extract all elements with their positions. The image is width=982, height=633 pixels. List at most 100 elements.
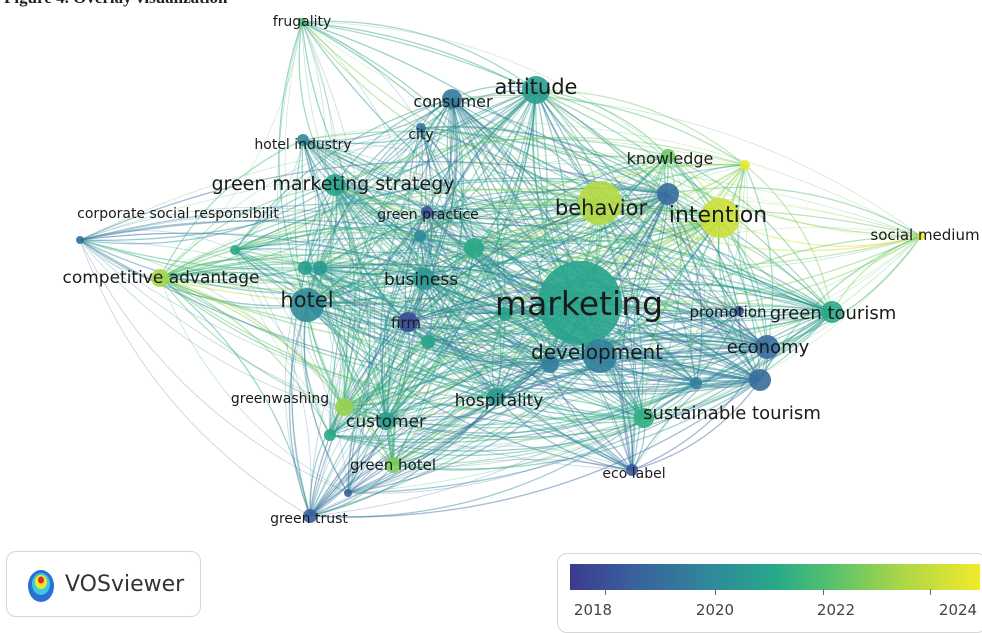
keyword-label[interactable]: marketing (495, 284, 663, 323)
keyword-label[interactable]: eco label (602, 466, 665, 482)
unlabeled-keyword-node[interactable] (541, 355, 559, 373)
keyword-label[interactable]: customer (346, 412, 426, 432)
co-occurrence-link (347, 235, 922, 494)
unlabeled-keyword-node[interactable] (498, 307, 512, 321)
keyword-label[interactable]: city (408, 127, 433, 143)
unlabeled-keyword-node[interactable] (313, 261, 327, 275)
keyword-node[interactable] (538, 261, 622, 345)
keyword-node[interactable] (522, 76, 550, 104)
keyword-label[interactable]: frugality (273, 14, 332, 30)
co-occurrence-link (159, 277, 308, 309)
unlabeled-keyword-node[interactable] (344, 489, 352, 497)
co-occurrence-link (631, 311, 833, 471)
keyword-label[interactable]: green practice (377, 207, 479, 223)
keyword-node[interactable] (377, 412, 395, 430)
keyword-label[interactable]: hotel industry (254, 137, 351, 153)
keyword-node[interactable] (487, 388, 505, 406)
keyword-node[interactable] (385, 457, 401, 473)
keyword-label[interactable]: hotel (280, 288, 333, 312)
keyword-label[interactable]: competitive advantage (62, 268, 259, 288)
keyword-node[interactable] (335, 398, 353, 416)
keyword-node[interactable] (734, 306, 744, 316)
co-occurrence-link (329, 89, 537, 436)
keyword-node[interactable] (398, 312, 418, 332)
keyword-node[interactable] (303, 509, 317, 523)
keyword-node[interactable] (442, 89, 462, 109)
co-occurrence-link (737, 164, 768, 348)
co-occurrence-link (407, 321, 497, 398)
keyword-node[interactable] (324, 174, 346, 196)
keyword-node[interactable] (416, 123, 426, 133)
co-occurrence-link (304, 267, 409, 323)
keyword-label[interactable]: knowledge (627, 149, 714, 168)
co-occurrence-link (159, 153, 746, 279)
co-occurrence-link (329, 382, 697, 448)
co-occurrence-link (234, 127, 422, 251)
co-occurrence-link (426, 89, 537, 213)
co-occurrence-link (407, 164, 746, 323)
keyword-node[interactable] (290, 288, 324, 322)
co-occurrence-link (643, 235, 922, 419)
keyword-label[interactable]: consumer (413, 92, 493, 111)
co-occurrence-link (309, 211, 428, 517)
keyword-label[interactable]: promotion (689, 303, 766, 321)
keyword-node[interactable] (413, 268, 435, 290)
keyword-node[interactable] (578, 181, 622, 225)
keyword-node[interactable] (661, 149, 675, 163)
keyword-label[interactable]: economy (727, 337, 810, 358)
co-occurrence-link (329, 155, 669, 436)
co-occurrence-link (302, 139, 740, 312)
unlabeled-keyword-node[interactable] (657, 183, 679, 205)
keyword-node[interactable] (583, 339, 617, 373)
keyword-node[interactable] (421, 206, 433, 218)
keyword-label[interactable]: development (531, 340, 663, 364)
keyword-label[interactable]: intention (669, 203, 767, 228)
co-occurrence-link (451, 98, 669, 195)
keyword-node[interactable] (917, 232, 925, 240)
unlabeled-keyword-node[interactable] (324, 429, 336, 441)
co-occurrence-link (407, 321, 601, 362)
keyword-label[interactable]: firm (391, 314, 421, 332)
keyword-label[interactable]: hospitality (455, 391, 544, 411)
keyword-node[interactable] (821, 301, 843, 323)
co-occurrence-link (304, 211, 428, 269)
keyword-label[interactable]: social medium (870, 226, 979, 244)
co-occurrence-link (79, 136, 746, 241)
keyword-node[interactable] (700, 198, 740, 238)
co-occurrence-link (387, 278, 425, 466)
unlabeled-keyword-node[interactable] (740, 160, 750, 170)
co-occurrence-link (392, 247, 475, 466)
unlabeled-keyword-node[interactable] (298, 261, 312, 275)
keyword-label[interactable]: green hotel (350, 456, 436, 474)
co-occurrence-link (407, 321, 551, 366)
co-occurrence-link (329, 321, 409, 436)
keyword-label[interactable]: green tourism (770, 303, 897, 324)
keyword-label[interactable]: greenwashing (231, 391, 329, 407)
keyword-label[interactable]: behavior (555, 196, 648, 220)
co-occurrence-link (426, 211, 497, 398)
keyword-node[interactable] (755, 335, 779, 359)
keyword-node[interactable] (626, 464, 638, 476)
keyword-node[interactable] (297, 134, 309, 146)
unlabeled-keyword-node[interactable] (230, 245, 240, 255)
keyword-label[interactable]: green trust (270, 511, 348, 527)
keyword-label[interactable]: business (384, 270, 458, 290)
keyword-node[interactable] (151, 269, 169, 287)
keyword-node[interactable] (76, 236, 84, 244)
keyword-label[interactable]: sustainable tourism (643, 403, 821, 424)
keyword-label[interactable]: corporate social responsibilit (77, 206, 279, 222)
co-occurrence-link (319, 267, 394, 466)
co-occurrence-link (643, 310, 740, 419)
keyword-node[interactable] (298, 18, 306, 26)
co-occurrence-link (159, 277, 633, 471)
co-occurrence-link (301, 21, 669, 157)
unlabeled-keyword-node[interactable] (464, 238, 484, 258)
unlabeled-keyword-node[interactable] (749, 369, 771, 391)
co-occurrence-link (473, 247, 551, 365)
unlabeled-keyword-node[interactable] (690, 377, 702, 389)
unlabeled-keyword-node[interactable] (421, 335, 435, 349)
keyword-label[interactable]: attitude (495, 75, 578, 99)
unlabeled-keyword-node[interactable] (414, 230, 426, 242)
keyword-label[interactable]: green marketing strategy (211, 173, 454, 195)
keyword-node[interactable] (634, 408, 654, 428)
